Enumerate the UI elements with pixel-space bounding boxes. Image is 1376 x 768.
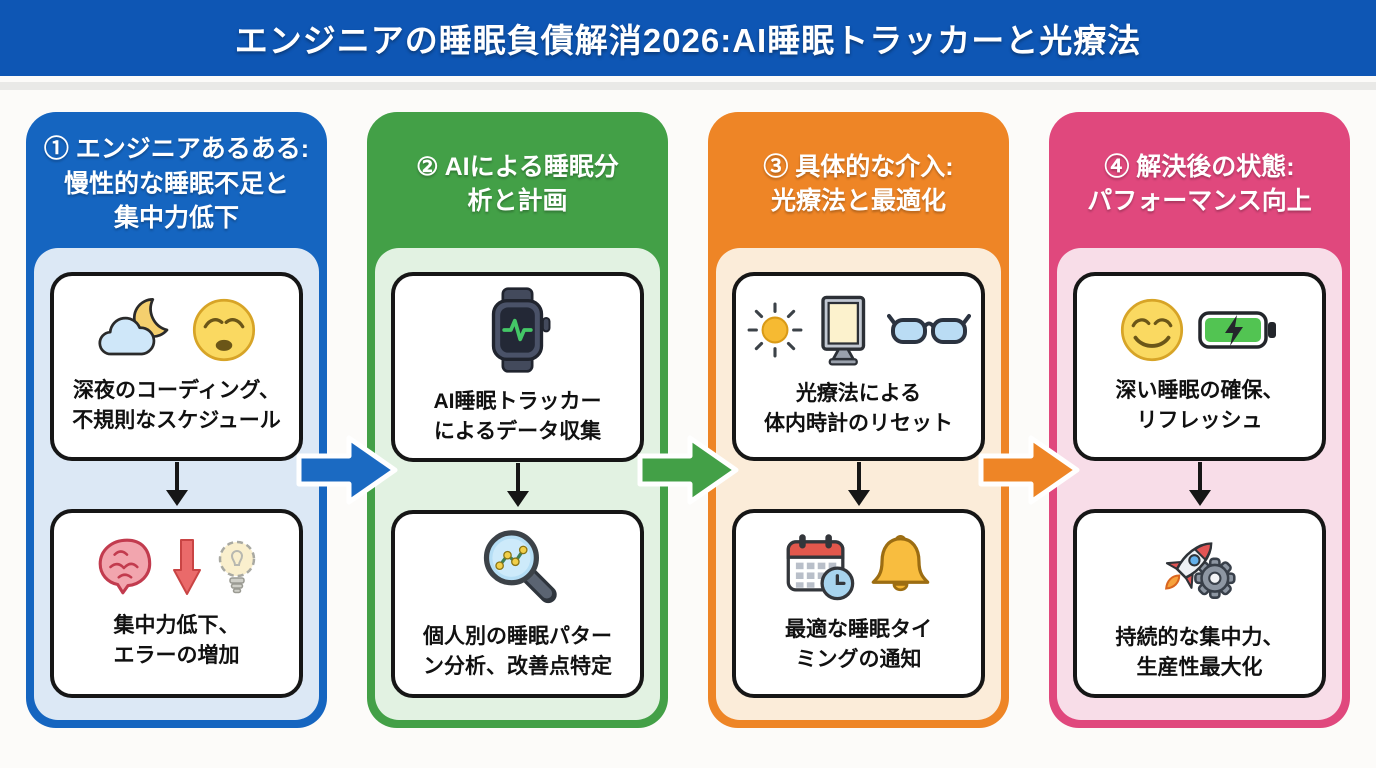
card-light-therapy: 光療法による 体内時計のリセット [732, 272, 985, 461]
weary-face-icon [191, 297, 257, 368]
card-icons [484, 286, 551, 379]
card-icons [94, 536, 260, 603]
down-arrow-connector [391, 462, 644, 510]
rocket-gear-icon [1157, 524, 1243, 615]
bell-icon [869, 532, 932, 607]
down-arrow-red-icon [172, 536, 202, 603]
smiley-face-icon [1119, 297, 1185, 368]
column-outcome: ④ 解決後の状態: パフォーマンス向上 [1049, 112, 1350, 728]
card-text: 最適な睡眠タイ ミングの通知 [785, 617, 932, 671]
card-sleep-timing: 最適な睡眠タイ ミングの通知 [732, 509, 985, 698]
column-problem-body: 深夜のコーディング、 不規則なスケジュール [34, 248, 319, 720]
card-icons [1157, 524, 1243, 615]
column-intervention-body: 光療法による 体内時計のリセット [716, 248, 1001, 720]
card-text: AI睡眠トラッカー によるデータ収集 [433, 390, 602, 444]
smartwatch-ecg-icon [484, 286, 551, 379]
light-therapy-panel-icon [816, 294, 875, 371]
column-ai-analysis: ② AIによる睡眠分 析と計画 AI睡眠トラッカ [367, 112, 668, 728]
card-icons [785, 532, 932, 607]
cloud-moon-icon [96, 297, 179, 368]
column-intervention: ③ 具体的な介入: 光療法と最適化 [708, 112, 1009, 728]
title-bar: エンジニアの睡眠負債解消2026:AI睡眠トラッカーと光療法 [0, 0, 1376, 76]
card-text: 個人別の睡眠パター ン分析、改善点特定 [423, 625, 612, 679]
card-icons [746, 294, 971, 371]
battery-bolt-icon [1197, 306, 1281, 359]
sun-icon [746, 301, 804, 364]
column-intervention-header: ③ 具体的な介入: 光療法と最適化 [763, 152, 954, 216]
column-outcome-body: 深い睡眠の確保、 リフレッシュ [1057, 248, 1342, 720]
column-problem-header: ① エンジニアあるある: 慢性的な睡眠不足と 集中力低下 [43, 135, 310, 233]
card-late-night-coding: 深夜のコーディング、 不規則なスケジュール [50, 272, 303, 461]
flow-arrow-1 [295, 430, 399, 510]
flow-arrow-2 [636, 430, 740, 510]
brain-icon [94, 536, 160, 603]
card-text: 持続的な集中力、 生産性最大化 [1115, 625, 1284, 679]
glasses-icon [887, 308, 971, 357]
flow-columns: ① エンジニアあるある: 慢性的な睡眠不足と 集中力低下 [0, 112, 1376, 728]
down-arrow-connector [50, 461, 303, 509]
flow-arrow-3 [977, 430, 1081, 510]
down-arrow-connector [732, 461, 985, 509]
column-ai-analysis-body: AI睡眠トラッカー によるデータ収集 [375, 248, 660, 720]
card-text: 集中力低下、 エラーの増加 [113, 613, 240, 667]
card-text: 深い睡眠の確保、 リフレッシュ [1115, 378, 1284, 432]
card-tracker-data: AI睡眠トラッカー によるデータ収集 [391, 272, 644, 462]
card-deep-sleep: 深い睡眠の確保、 リフレッシュ [1073, 272, 1326, 461]
magnifier-chart-icon [476, 525, 560, 614]
divider-strip [0, 82, 1376, 90]
card-text: 光療法による 体内時計のリセット [764, 381, 953, 435]
card-icons [476, 525, 560, 614]
dim-lightbulb-icon [214, 536, 260, 603]
card-productivity: 持続的な集中力、 生産性最大化 [1073, 509, 1326, 698]
down-arrow-connector [1073, 461, 1326, 509]
card-icons [96, 297, 257, 368]
card-icons [1119, 297, 1281, 368]
column-ai-analysis-header: ② AIによる睡眠分 析と計画 [416, 152, 619, 216]
card-pattern-analysis: 個人別の睡眠パター ン分析、改善点特定 [391, 509, 644, 698]
card-text: 深夜のコーディング、 不規則なスケジュール [72, 378, 281, 432]
column-outcome-header: ④ 解決後の状態: パフォーマンス向上 [1087, 152, 1312, 216]
card-focus-drop: 集中力低下、 エラーの増加 [50, 509, 303, 698]
column-problem: ① エンジニアあるある: 慢性的な睡眠不足と 集中力低下 [26, 112, 327, 728]
calendar-clock-icon [785, 532, 857, 607]
page-title: エンジニアの睡眠負債解消2026:AI睡眠トラッカーと光療法 [234, 22, 1142, 59]
